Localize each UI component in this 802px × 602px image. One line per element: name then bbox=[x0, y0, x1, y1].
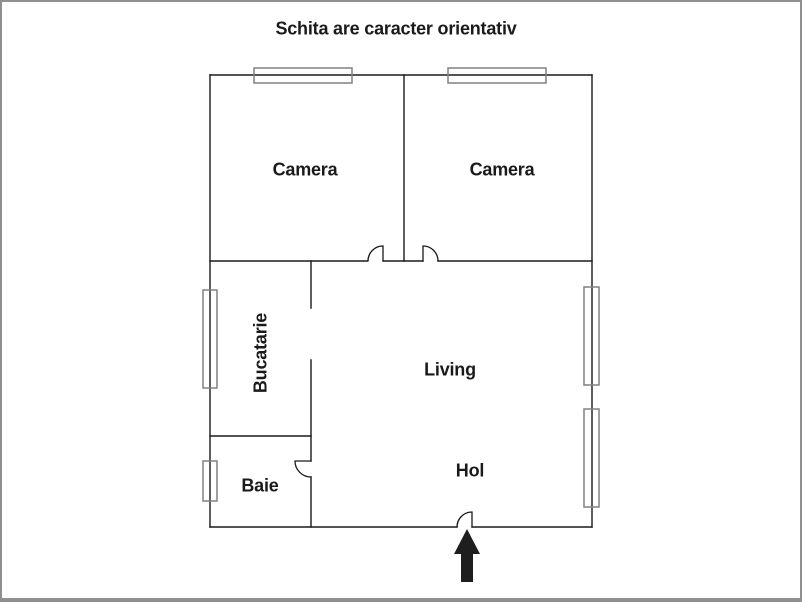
window-living bbox=[583, 286, 600, 386]
window-kitchen bbox=[202, 289, 218, 389]
room-label-bucatarie: Bucatarie bbox=[250, 312, 271, 394]
room-label-baie: Baie bbox=[241, 475, 279, 496]
entrance-arrow-icon bbox=[454, 529, 480, 582]
plan-title: Schita are caracter orientativ bbox=[275, 18, 517, 39]
room-label-hol: Hol bbox=[455, 460, 485, 481]
window-camera-left bbox=[253, 67, 353, 84]
door-entrance bbox=[456, 511, 473, 528]
door-camera-right bbox=[422, 245, 439, 262]
window-bath bbox=[202, 460, 218, 502]
room-label-camera-right: Camera bbox=[469, 159, 535, 180]
window-hol bbox=[583, 408, 600, 508]
window-camera-right bbox=[447, 67, 547, 84]
door-camera-left bbox=[367, 245, 384, 262]
room-label-living: Living bbox=[424, 359, 476, 380]
door-bath bbox=[294, 460, 312, 478]
room-label-camera-left: Camera bbox=[272, 159, 338, 180]
